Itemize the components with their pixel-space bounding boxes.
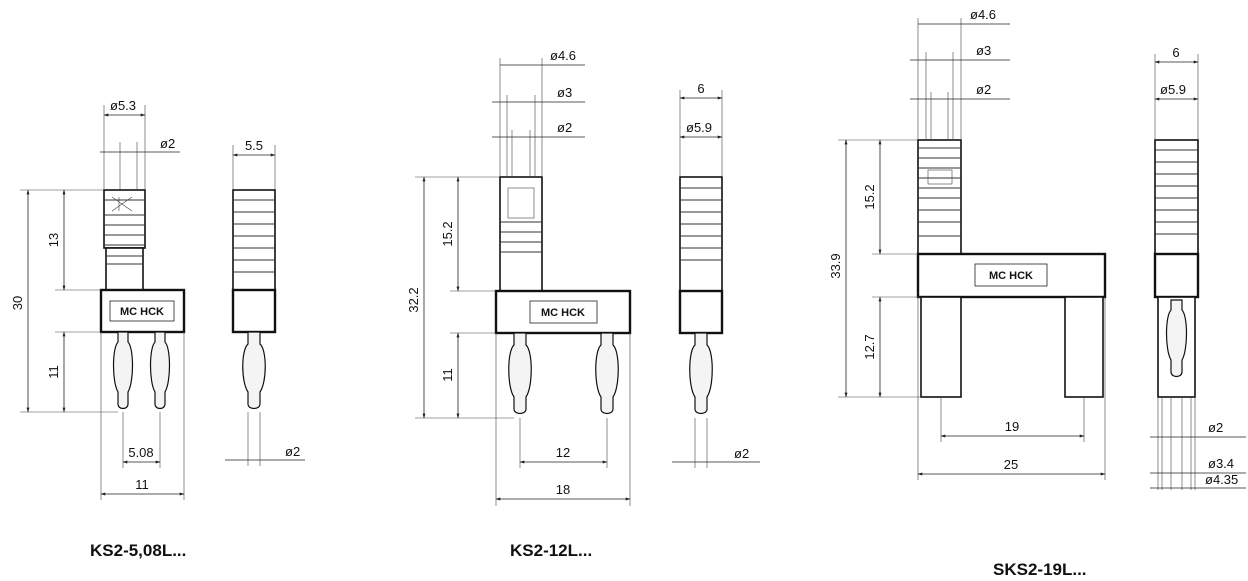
ks2-508-pitch: 5.08 [128, 445, 153, 460]
ks2-12-height-upper: 15.2 [440, 221, 455, 246]
ks2-12-dia-outer: ø4.6 [550, 48, 576, 63]
ks2-12-side-view: 6 ø5.9 ø2 [672, 81, 760, 468]
sks2-19-side-dia: ø5.9 [1160, 82, 1186, 97]
sks2-19-dia-outer: ø4.6 [970, 7, 996, 22]
ks2-508-logo-box [109, 300, 175, 322]
ks2-508-height-total: 30 [10, 296, 25, 310]
ks2-12-front-view: MC HCK ø4.6 ø3 ø2 32.2 15.2 11 12 [406, 48, 632, 506]
sks2-19-front-view: MC HCK ø4.6 ø3 ø2 33.9 15.2 12.7 19 [828, 7, 1107, 480]
ks2-508-side-width: 5.5 [245, 138, 263, 153]
ks2-508-dia-top: ø5.3 [110, 98, 136, 113]
ks2-508-dia-inner: ø2 [160, 136, 175, 151]
ks2-12-height-total: 32.2 [406, 287, 421, 312]
ks2-508-body [99, 288, 186, 334]
sks2-19-side-pin-dia-3: ø4.35 [1205, 472, 1238, 487]
ks2-12-dia-mid: ø3 [557, 85, 572, 100]
ks2-508-side-view: 5.5 ø2 [225, 138, 305, 466]
sks2-19-side-pin-dia-1: ø2 [1208, 420, 1223, 435]
sks2-19-logo: MC HCK [989, 270, 1033, 282]
sks2-19-height-upper: 15.2 [862, 184, 877, 209]
ks2-12-side-pin-dia: ø2 [734, 446, 749, 461]
sks2-19-dia-mid: ø3 [976, 43, 991, 58]
sks2-19-side-width: 6 [1172, 45, 1179, 60]
ks2-508-height-upper: 13 [46, 233, 61, 247]
sks2-19-dia-inner: ø2 [976, 82, 991, 97]
sks2-19-side-pin-dia-2: ø3.4 [1208, 456, 1234, 471]
sks2-19-height-total: 33.9 [828, 253, 843, 278]
ks2-508-side-pin-dia: ø2 [285, 444, 300, 459]
sks2-19-width: 25 [1004, 457, 1018, 472]
ks2-12-body [494, 289, 632, 335]
sks2-19-height-lower: 12.7 [862, 334, 877, 359]
ks2-12-width: 18 [556, 482, 570, 497]
ks2-12-pitch: 12 [556, 445, 570, 460]
sks2-19-side-view: 6 ø5.9 ø2 ø3.4 ø4.35 [1150, 45, 1246, 490]
ks2-12-height-lower: 11 [440, 368, 455, 382]
sks2-19-body [916, 252, 1107, 299]
ks2-12-logo: MC HCK [541, 307, 585, 319]
ks2-508-front-view: MC HCK ø5.3 ø2 30 13 11 5.08 11 [10, 98, 186, 500]
ks2-12-side-dia: ø5.9 [686, 120, 712, 135]
ks2-508-label: KS2-5,08L... [90, 541, 186, 560]
sks2-19-pitch: 19 [1005, 419, 1019, 434]
ks2-508-height-lower: 11 [46, 365, 61, 379]
ks2-12-dia-inner: ø2 [557, 120, 572, 135]
ks2-508-width: 11 [135, 477, 149, 492]
ks2-508-logo: MC HCK [120, 306, 164, 318]
ks2-508-upper-sleeve [103, 189, 146, 249]
ks2-12-label: KS2-12L... [510, 541, 592, 560]
ks2-12-side-width: 6 [697, 81, 704, 96]
sks2-19-label: SKS2-19L... [993, 560, 1087, 579]
